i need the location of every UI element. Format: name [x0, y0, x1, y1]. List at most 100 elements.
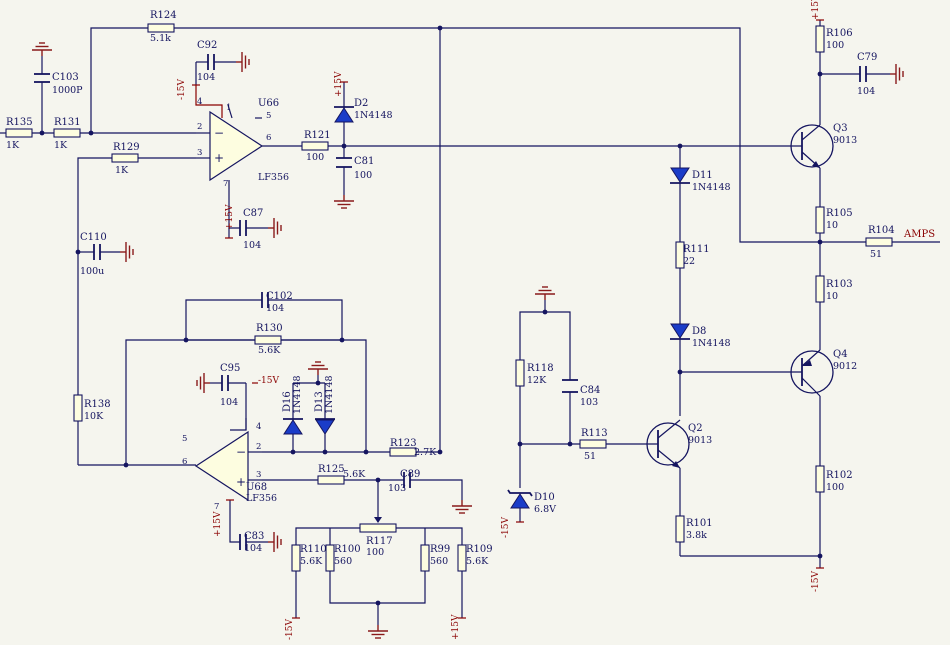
capacitor-c87 — [239, 220, 247, 236]
value-r113: 51 — [584, 451, 596, 462]
value-r131: 1K — [54, 140, 68, 151]
value-r125: 5.6K — [343, 469, 366, 480]
ref-r138: R138 — [84, 399, 111, 410]
resistor-r138 — [73, 394, 83, 422]
pin-u68-6: 6 — [182, 457, 187, 467]
value-r118: 12K — [527, 375, 547, 386]
resistor-r104 — [865, 237, 893, 247]
resistor-r103 — [815, 275, 825, 303]
value-u68: LF356 — [246, 493, 277, 504]
ground-icon — [267, 217, 282, 239]
ref-d8: D8 — [692, 326, 706, 337]
ground-icon — [31, 42, 53, 57]
ref-u66: U66 — [258, 98, 279, 109]
diode-d11 — [670, 167, 690, 184]
inverting-sign: − — [214, 126, 224, 140]
resistor-r109 — [457, 544, 467, 572]
noninverting-sign: + — [214, 151, 224, 165]
pin-u68-4: 4 — [256, 422, 261, 432]
ref-r131: R131 — [54, 117, 81, 128]
ref-r129: R129 — [113, 142, 140, 153]
value-r138: 10K — [84, 411, 104, 422]
value-r99: 560 — [430, 556, 448, 567]
value-r129: 1K — [115, 165, 129, 176]
value-c102: 104 — [266, 303, 284, 314]
ground-icon — [267, 531, 282, 553]
value-c83: 104 — [244, 543, 262, 554]
noninverting-sign: + — [236, 475, 246, 489]
value-c103: 1000P — [52, 85, 83, 96]
ref-c89: C89 — [400, 469, 420, 480]
opamp-u66: − + — [196, 110, 264, 182]
capacitor-c84 — [562, 379, 578, 393]
ref-c110: C110 — [80, 232, 107, 243]
ref-r121: R121 — [304, 130, 331, 141]
value-q3: 9013 — [833, 135, 857, 146]
value-r130: 5.6K — [258, 345, 281, 356]
diode-d16 — [283, 418, 303, 435]
zener-diode-d10 — [507, 489, 533, 509]
ground-icon — [307, 361, 329, 376]
value-d13: 1N4148 — [324, 375, 335, 414]
ref-c79: C79 — [857, 52, 877, 63]
transistor-q2 — [640, 419, 690, 469]
value-d2: 1N4148 — [354, 110, 393, 121]
resistor-r106 — [815, 25, 825, 53]
value-c89: 103 — [388, 483, 406, 494]
value-u66: LF356 — [258, 172, 289, 183]
capacitor-c103 — [34, 73, 50, 83]
value-r124: 5.1k — [150, 33, 171, 44]
value-r100: 560 — [334, 556, 352, 567]
wires — [0, 20, 940, 625]
pin-u66-7: 7 — [223, 179, 228, 189]
capacitor-c81 — [336, 157, 352, 168]
resistor-r121 — [301, 141, 329, 151]
ref-r113: R113 — [581, 428, 608, 439]
resistor-r110 — [291, 544, 301, 572]
ground-icon — [367, 624, 389, 639]
capacitor-c102 — [261, 292, 269, 308]
ref-r118: R118 — [527, 363, 554, 374]
value-c84: 103 — [580, 397, 598, 408]
power-label-neg: -15V — [258, 376, 279, 386]
resistor-r130 — [254, 335, 282, 345]
ref-q4: Q4 — [833, 349, 848, 360]
ref-r124: R124 — [150, 10, 177, 21]
ground-icon — [196, 372, 211, 394]
value-c79: 104 — [857, 86, 875, 97]
power-label-pos: +15V — [451, 614, 461, 640]
value-r103: 10 — [826, 291, 838, 302]
ref-r106: R106 — [826, 28, 853, 39]
resistor-r102 — [815, 465, 825, 493]
capacitors — [34, 54, 867, 550]
power-label-neg: -15V — [811, 571, 821, 592]
ref-r100: R100 — [334, 544, 361, 555]
pin-u66-1: 1 — [226, 103, 231, 113]
pin-u66-2: 2 — [197, 122, 202, 132]
value-c95: 104 — [220, 397, 238, 408]
value-r106: 100 — [826, 40, 844, 51]
pin-u68-5: 5 — [182, 434, 187, 444]
ref-d13: D13 — [314, 391, 325, 412]
diode-d2 — [334, 106, 354, 123]
inverting-sign: − — [236, 445, 246, 459]
value-r101: 3.8k — [686, 530, 707, 541]
ground-icon — [534, 286, 556, 301]
pin-u66-6: 6 — [266, 133, 271, 143]
capacitor-c95 — [221, 375, 229, 391]
ref-r99: R99 — [430, 544, 450, 555]
value-r117: 100 — [366, 547, 384, 558]
value-r102: 100 — [826, 482, 844, 493]
ref-d16: D16 — [282, 391, 293, 412]
value-q4: 9012 — [833, 361, 857, 372]
ref-c81: C81 — [354, 156, 374, 167]
ref-c103: C103 — [52, 72, 79, 83]
capacitor-c89 — [403, 472, 411, 488]
resistor-r124 — [147, 23, 175, 33]
net-label-amps: AMPS — [903, 229, 935, 240]
ground-icon — [333, 194, 355, 209]
ref-r103: R103 — [826, 279, 853, 290]
resistor-r125 — [317, 475, 345, 485]
ref-q2: Q2 — [688, 423, 703, 434]
ref-r125: R125 — [318, 464, 345, 475]
